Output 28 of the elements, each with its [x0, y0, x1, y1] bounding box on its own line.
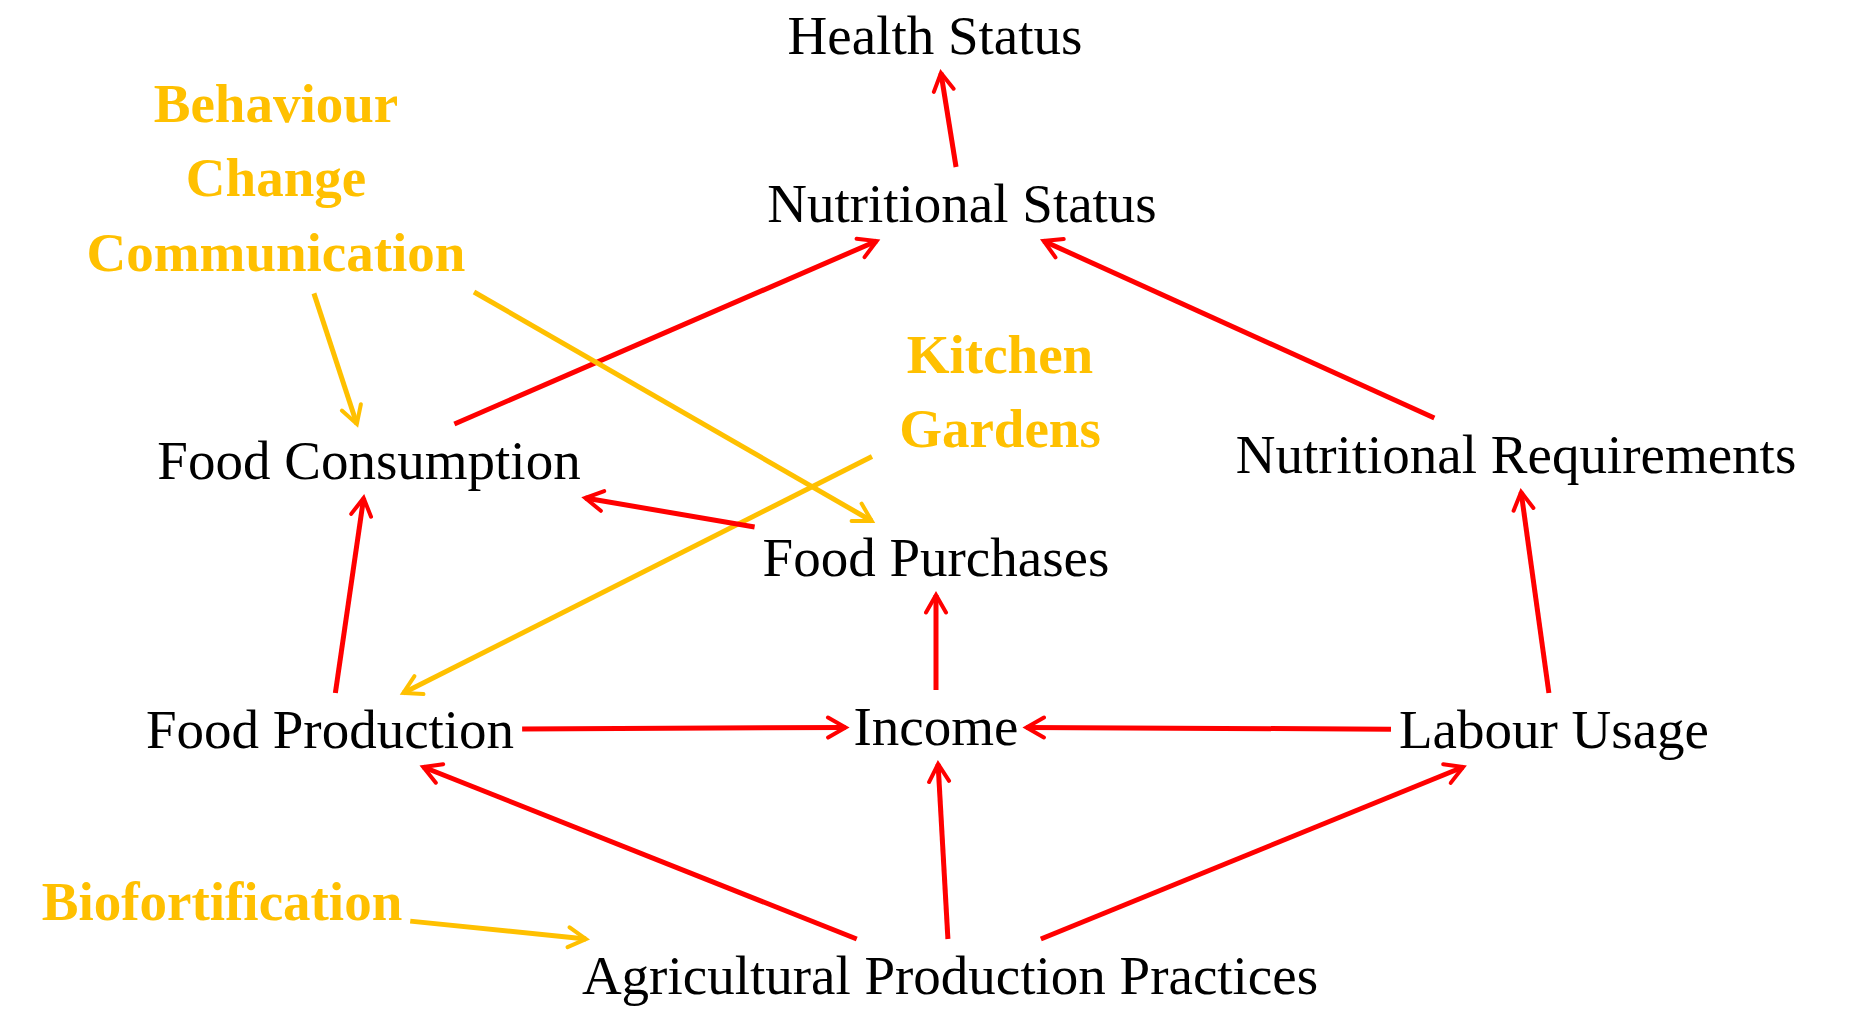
intervention-label: Biofortification	[33, 860, 411, 944]
arrow	[472, 289, 874, 524]
arrow	[924, 593, 948, 690]
intervention-label: Behaviour Change Communication	[78, 62, 474, 294]
arrow	[311, 292, 363, 426]
arrow	[931, 71, 959, 168]
arrow	[1041, 237, 1436, 421]
factor-label: Agricultural Production Practices	[573, 939, 1327, 1011]
arrow	[522, 715, 848, 740]
factor-label: Nutritional Status	[759, 167, 1165, 241]
factor-label: Food Consumption	[149, 424, 589, 498]
arrow	[410, 918, 588, 950]
factor-label: Labour Usage	[1391, 693, 1717, 767]
arrow	[1039, 762, 1466, 942]
factor-label: Nutritional Requirements	[1227, 418, 1805, 492]
arrow	[401, 454, 874, 697]
arrow	[583, 489, 756, 530]
factor-label: Food Production	[137, 693, 523, 767]
arrow	[1024, 715, 1391, 740]
arrow	[332, 496, 373, 694]
arrow	[927, 762, 952, 940]
arrow	[1511, 490, 1552, 694]
intervention-label: Kitchen Gardens	[872, 313, 1128, 471]
factor-label: Food Purchases	[754, 521, 1118, 595]
factor-label: Income	[845, 690, 1027, 764]
arrow	[421, 762, 858, 942]
factor-label: Health Status	[779, 0, 1091, 73]
arrow	[453, 236, 879, 427]
